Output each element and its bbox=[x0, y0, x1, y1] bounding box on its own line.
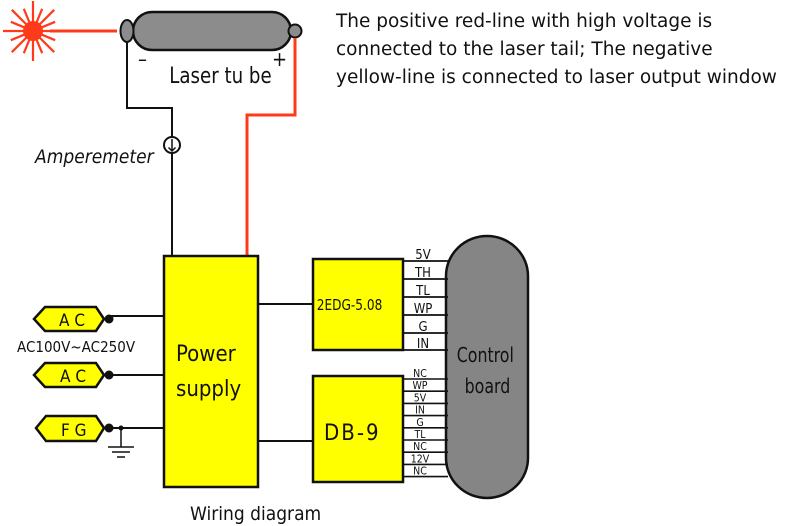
laser-tube-positive-sign: + bbox=[272, 47, 287, 71]
laser-beam-burst-icon bbox=[3, 1, 63, 61]
wiring-note-line-3: yellow-line is connected to laser output… bbox=[336, 67, 777, 88]
arrow-down-icon bbox=[167, 139, 177, 153]
fg-ground-input: F G bbox=[34, 414, 164, 443]
negative-wire bbox=[126, 42, 173, 256]
laser-ray bbox=[10, 33, 27, 42]
laser-tube-negative-sign: – bbox=[138, 47, 147, 71]
voltage-range-label: AC100V~AC250V bbox=[17, 338, 136, 356]
ammeter-label: Amperemeter bbox=[34, 146, 155, 168]
ac-input-1: A C bbox=[32, 305, 164, 333]
laser-tube bbox=[119, 10, 303, 52]
connector-db9 bbox=[311, 374, 405, 484]
wiring-note-line-1: The positive red-line with high voltage … bbox=[336, 11, 713, 32]
db9-pin-label: NC bbox=[413, 466, 427, 478]
ac-input-1-label: A C bbox=[59, 311, 85, 331]
db9-pin-label: G bbox=[416, 417, 423, 429]
db9-pin-label: 12V bbox=[411, 453, 430, 465]
laser-ray bbox=[39, 33, 56, 42]
laser-ray bbox=[22, 8, 31, 25]
laser-tube-label: Laser tu be bbox=[169, 62, 271, 88]
laser-tube-output-window bbox=[119, 19, 135, 43]
db9-pin-label: WP bbox=[412, 380, 427, 392]
laser-ray bbox=[35, 8, 44, 25]
power-supply-label-line-1: Power bbox=[176, 342, 237, 367]
2edg-pin-rows: 5V TH TL WP G IN bbox=[403, 248, 448, 352]
laser-ray bbox=[10, 20, 27, 29]
laser-ray bbox=[11, 35, 29, 53]
power-supply bbox=[162, 254, 260, 489]
db9-pin-label: IN bbox=[415, 405, 425, 417]
ammeter bbox=[163, 136, 181, 154]
control-board bbox=[444, 234, 530, 500]
connector-2edg-label: 2EDG-5.08 bbox=[317, 297, 382, 314]
2edg-pin-label: TL bbox=[415, 284, 430, 299]
connector-db9-label: DB-9 bbox=[324, 421, 381, 446]
fg-input-label: F G bbox=[61, 421, 87, 441]
ac-input-2-label: A C bbox=[60, 367, 86, 387]
db9-pin-label: 5V bbox=[414, 392, 427, 404]
wiring-note: The positive red-line with high voltage … bbox=[336, 8, 800, 92]
laser-tube-tail bbox=[287, 23, 303, 39]
laser-ray bbox=[35, 37, 44, 54]
laser-ray bbox=[11, 9, 29, 27]
2edg-pin-label: TH bbox=[414, 266, 431, 281]
db9-pin-label: TL bbox=[413, 429, 426, 441]
power-supply-label-line-2: supply bbox=[176, 377, 241, 402]
db9-pin-label: NC bbox=[413, 441, 427, 453]
db9-pin-label: NC bbox=[413, 368, 427, 380]
control-board-label-line-2: board bbox=[465, 376, 511, 398]
laser-ray bbox=[22, 37, 31, 54]
laser-ray bbox=[39, 20, 56, 29]
high-voltage-wire bbox=[245, 38, 297, 256]
diagram-caption: Wiring diagram bbox=[190, 503, 321, 525]
laser-ray bbox=[37, 9, 55, 27]
wiring-note-line-2: connected to the laser tail; The negativ… bbox=[336, 39, 713, 60]
2edg-pin-label: G bbox=[418, 320, 427, 335]
ac-input-2: A C bbox=[32, 361, 164, 389]
2edg-pin-label: WP bbox=[414, 302, 433, 317]
control-board-label-line-1: Control bbox=[457, 345, 514, 367]
2edg-pin-label: 5V bbox=[415, 248, 430, 263]
2edg-pin-label: IN bbox=[417, 337, 429, 352]
laser-ray bbox=[37, 35, 55, 53]
ground-symbol-icon bbox=[108, 428, 134, 458]
connector-2edg bbox=[311, 257, 405, 352]
